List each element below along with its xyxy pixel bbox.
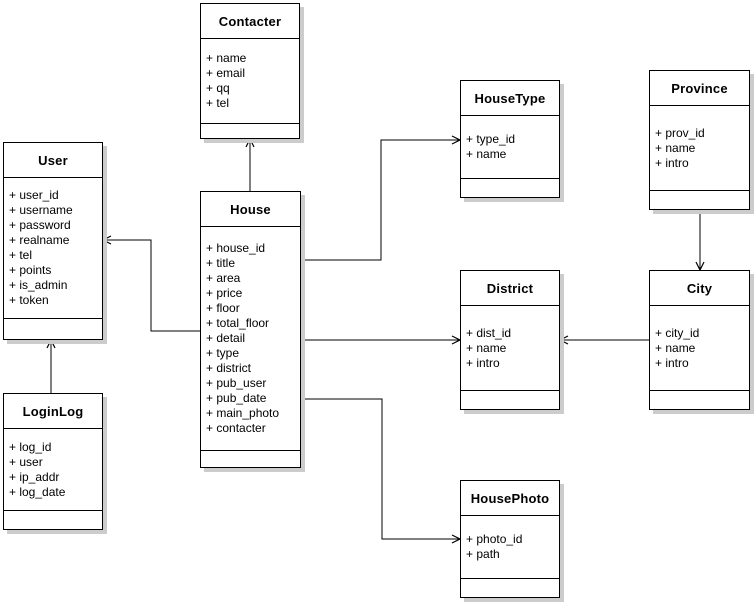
class-attribute: + intro bbox=[466, 355, 500, 370]
class-attributes: + dist_id+ name+ intro bbox=[461, 306, 559, 390]
class-attribute: + tel bbox=[206, 96, 230, 110]
class-attribute: + type_id bbox=[466, 132, 516, 146]
class-attribute: + points bbox=[9, 263, 52, 277]
class-methods-empty bbox=[650, 390, 749, 409]
class-methods-empty bbox=[4, 510, 102, 529]
class-methods-empty bbox=[201, 123, 299, 138]
class-attribute: + district bbox=[206, 361, 252, 375]
class-methods-empty bbox=[461, 390, 559, 409]
class-attribute: + username bbox=[9, 203, 73, 217]
connector-house-housetype bbox=[301, 135, 462, 261]
class-box-city[interactable]: City + city_id+ name+ intro bbox=[649, 270, 750, 410]
class-title: HousePhoto bbox=[461, 481, 559, 516]
class-box-loginlog[interactable]: LoginLog + log_id+ user+ ip_addr+ log_da… bbox=[3, 393, 103, 530]
class-attribute: + email bbox=[206, 66, 246, 80]
class-attributes: + house_id+ title+ area+ price+ floor+ t… bbox=[201, 227, 300, 450]
class-attribute: + token bbox=[9, 293, 49, 307]
class-methods-empty bbox=[461, 178, 559, 197]
class-attributes: + prov_id+ name+ intro bbox=[650, 106, 749, 190]
class-attribute: + password bbox=[9, 218, 71, 232]
class-attribute: + qq bbox=[206, 81, 230, 95]
class-attributes: + city_id+ name+ intro bbox=[650, 306, 749, 390]
class-attribute: + log_date bbox=[9, 484, 66, 499]
class-attribute: + detail bbox=[206, 331, 246, 345]
class-attribute: + log_id bbox=[9, 439, 52, 454]
class-box-district[interactable]: District + dist_id+ name+ intro bbox=[460, 270, 560, 410]
class-attribute: + prov_id bbox=[655, 125, 705, 140]
class-title: District bbox=[461, 271, 559, 306]
class-attribute: + photo_id bbox=[466, 532, 523, 546]
class-attribute: + name bbox=[466, 340, 507, 355]
class-box-house[interactable]: House + house_id+ title+ area+ price+ fl… bbox=[200, 191, 301, 468]
class-title: City bbox=[650, 271, 749, 306]
class-attribute: + name bbox=[655, 140, 696, 155]
class-box-housetype[interactable]: HouseType + type_id+ name bbox=[460, 80, 560, 198]
class-attribute: + price bbox=[206, 286, 243, 300]
class-attribute: + user_id bbox=[9, 188, 59, 202]
class-title: Province bbox=[650, 71, 749, 106]
class-methods-empty bbox=[4, 318, 102, 339]
connector-house-user bbox=[101, 235, 200, 332]
class-attributes: + log_id+ user+ ip_addr+ log_date bbox=[4, 429, 102, 510]
class-title: LoginLog bbox=[4, 394, 102, 429]
class-attribute: + ip_addr bbox=[9, 469, 60, 484]
class-attribute: + tel bbox=[9, 248, 33, 262]
class-attribute: + user bbox=[9, 454, 43, 469]
class-attributes: + photo_id+ path bbox=[461, 516, 559, 578]
class-attribute: + pub_user bbox=[206, 376, 267, 390]
class-attributes: + name+ email+ qq+ tel bbox=[201, 39, 299, 123]
class-attributes: + user_id+ username+ password+ realname+… bbox=[4, 178, 102, 318]
class-attribute: + name bbox=[466, 147, 507, 161]
class-attribute: + city_id bbox=[655, 325, 700, 340]
class-title: HouseType bbox=[461, 81, 559, 116]
class-box-province[interactable]: Province + prov_id+ name+ intro bbox=[649, 70, 750, 210]
class-attribute: + name bbox=[206, 51, 247, 65]
class-attribute: + house_id bbox=[206, 241, 266, 255]
class-methods-empty bbox=[201, 450, 300, 467]
class-attribute: + area bbox=[206, 271, 241, 285]
class-title: User bbox=[4, 143, 102, 178]
class-attribute: + type bbox=[206, 346, 240, 360]
class-attributes: + type_id+ name bbox=[461, 116, 559, 178]
class-title: Contacter bbox=[201, 4, 299, 39]
class-attribute: + title bbox=[206, 256, 236, 270]
connector-house-housephoto bbox=[301, 398, 462, 544]
class-attribute: + realname bbox=[9, 233, 70, 247]
class-attribute: + floor bbox=[206, 301, 240, 315]
class-attribute: + path bbox=[466, 547, 500, 561]
class-box-contacter[interactable]: Contacter + name+ email+ qq+ tel bbox=[200, 3, 300, 139]
class-title: House bbox=[201, 192, 300, 227]
class-methods-empty bbox=[650, 190, 749, 209]
class-attribute: + name bbox=[655, 340, 696, 355]
class-attribute: + total_floor bbox=[206, 316, 270, 330]
class-attribute: + is_admin bbox=[9, 278, 68, 292]
class-attribute: + dist_id bbox=[466, 325, 512, 340]
class-attribute: + intro bbox=[655, 355, 689, 370]
class-attribute: + main_photo bbox=[206, 406, 280, 420]
class-box-housephoto[interactable]: HousePhoto + photo_id+ path bbox=[460, 480, 560, 598]
class-methods-empty bbox=[461, 578, 559, 597]
class-attribute: + intro bbox=[655, 155, 689, 170]
class-attribute: + contacter bbox=[206, 421, 266, 435]
class-attribute: + pub_date bbox=[206, 391, 267, 405]
class-box-user[interactable]: User + user_id+ username+ password+ real… bbox=[3, 142, 103, 340]
